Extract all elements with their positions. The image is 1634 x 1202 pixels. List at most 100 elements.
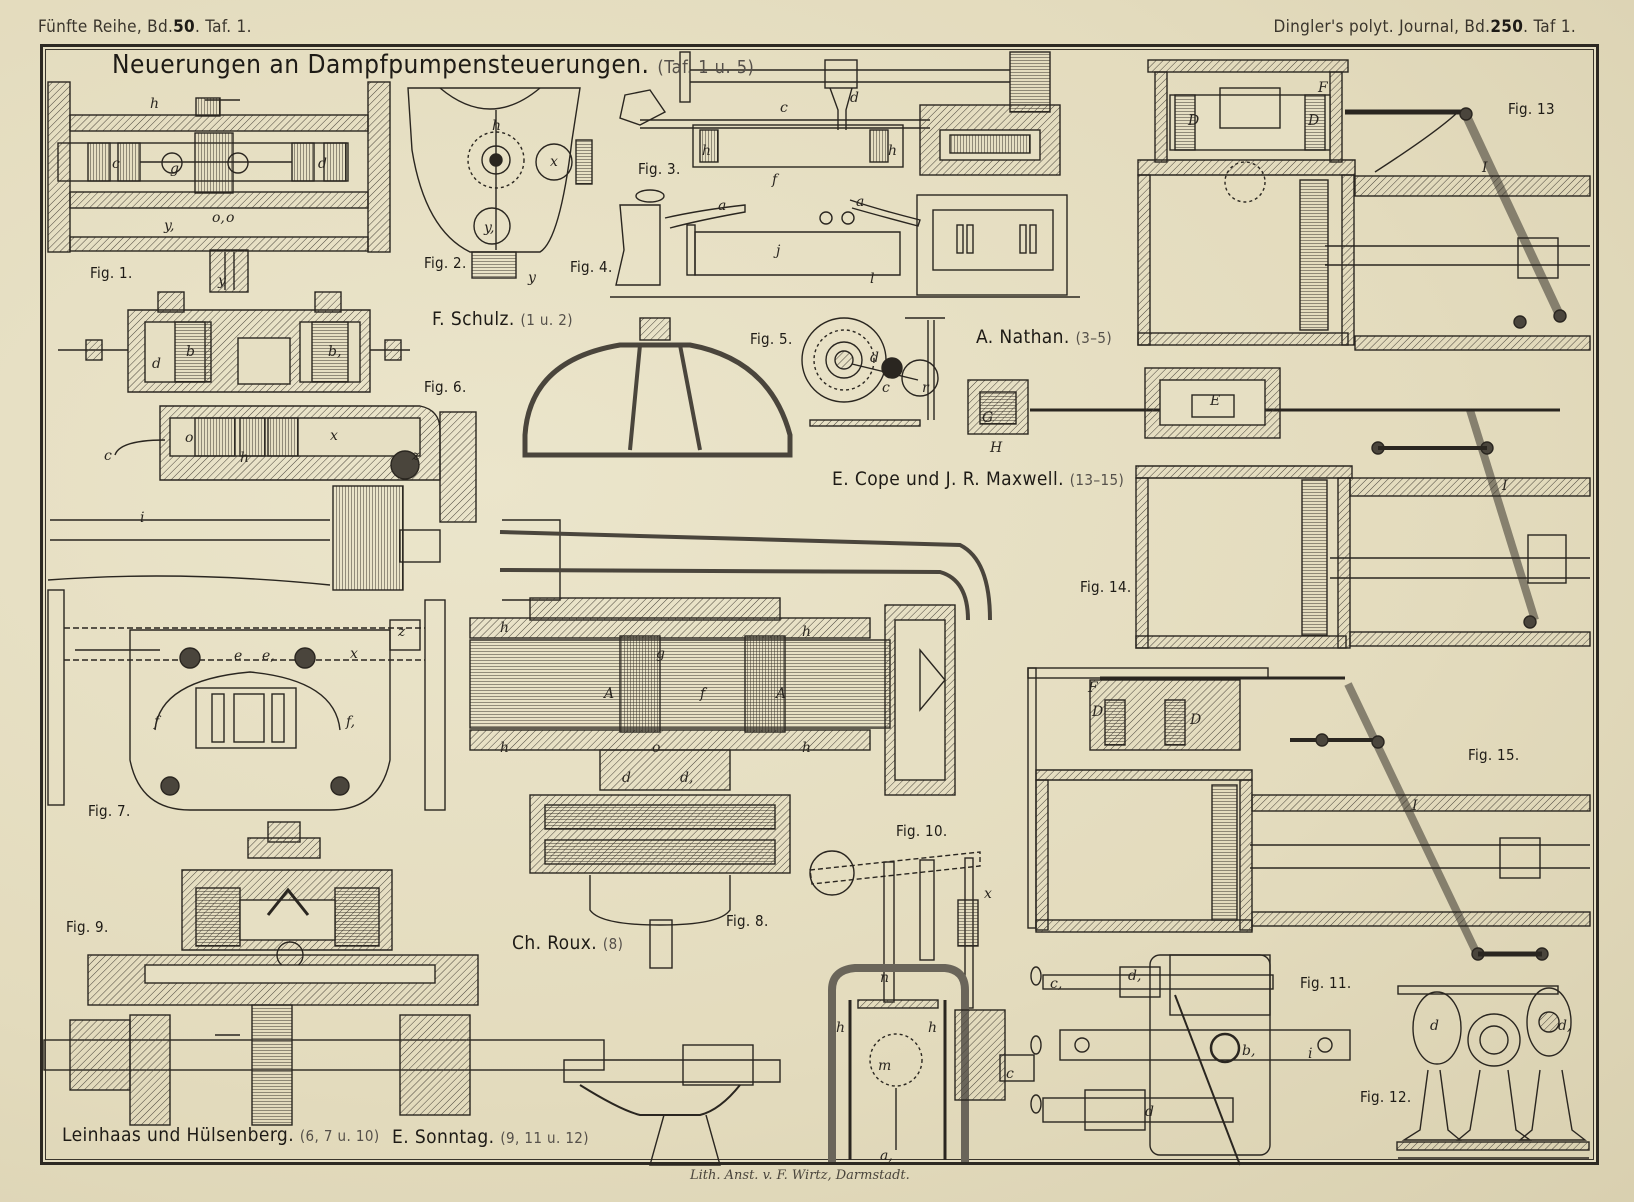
part-letter: a, [880, 1148, 893, 1164]
author-name: E. Sonntag. [392, 1126, 495, 1148]
part-letter: i [140, 510, 144, 526]
part-letter: d [622, 770, 631, 786]
part-letter: I [1411, 798, 1418, 814]
author-name: Leinhaas und Hülsenberg. [62, 1124, 295, 1146]
part-letter: d [152, 356, 161, 372]
part-letter: o [185, 430, 193, 446]
author-name: E. Cope und J. R. Maxwell. [832, 468, 1064, 490]
part-letter: I [1481, 160, 1488, 176]
part-letter: f [153, 714, 162, 730]
part-letter: A [602, 686, 614, 702]
figure-label-1: Fig. 1. [90, 264, 133, 282]
figure-10-drawing [809, 850, 1035, 1162]
journal-volume: 250 [1490, 17, 1524, 37]
part-letter: h [240, 450, 249, 466]
figure-4-drawing [610, 189, 1080, 298]
figure-label-3: Fig. 3. [638, 160, 681, 178]
part-letter: o, [212, 210, 225, 226]
part-letter: c [780, 100, 788, 116]
author-figure-ref: (3–5) [1075, 329, 1113, 347]
part-letter: y [217, 273, 227, 289]
part-letter: l [870, 271, 874, 287]
figure-label-7: Fig. 7. [88, 802, 131, 820]
part-letter: D [1187, 113, 1199, 129]
figure-13-drawing [1137, 59, 1591, 351]
author-figure-ref: (6, 7 u. 10) [299, 1127, 380, 1145]
plate-title: Neuerungen an Dampfpumpensteuerungen. (T… [112, 50, 754, 80]
figure-2-drawing [407, 87, 593, 279]
figure-label-9: Fig. 9. [66, 918, 109, 936]
part-letter: y [527, 270, 537, 286]
part-letter: y, [163, 218, 175, 234]
lithographer-imprint: Lith. Anst. v. F. Wirtz, Darmstadt. [690, 1168, 910, 1183]
part-letter: f [699, 686, 708, 702]
part-letter: h [888, 143, 897, 159]
figure-5-drawing [801, 317, 945, 427]
part-letter: j [773, 243, 781, 259]
figure-label-6: Fig. 6. [424, 378, 467, 396]
part-letter: x [330, 428, 338, 444]
part-letter: b, [1242, 1043, 1255, 1059]
part-letter: c [112, 156, 120, 172]
series-volume: 50 [173, 17, 195, 37]
part-letter: h [500, 620, 509, 636]
part-letter: h [836, 1020, 845, 1036]
author-figure-ref: (9, 11 u. 12) [500, 1129, 589, 1147]
journal-text: Dingler's polyt. Journal, Bd. [1273, 17, 1491, 37]
part-letter: d [1145, 1104, 1154, 1120]
part-letter: c [882, 380, 890, 396]
part-letter: F [1087, 680, 1099, 696]
figure-label-13: Fig. 13 [1508, 100, 1555, 118]
title-plate-reference: (Taf. 1 u. 5) [657, 57, 755, 78]
part-letter: c [1006, 1066, 1014, 1082]
part-letter: y, [483, 220, 495, 236]
figure-15-drawing [1027, 667, 1591, 961]
part-letter: D [1091, 704, 1103, 720]
part-letter: A [774, 686, 786, 702]
part-letter: c, [1050, 976, 1062, 992]
part-letter: d [1430, 1018, 1439, 1034]
author-credit-cope-maxwell: E. Cope und J. R. Maxwell. (13–15) [832, 468, 1124, 490]
part-letter: o [226, 210, 234, 226]
figure-label-10: Fig. 10. [896, 822, 948, 840]
author-figure-ref: (1 u. 2) [520, 311, 573, 329]
figure-label-8: Fig. 8. [726, 912, 769, 930]
author-name: A. Nathan. [976, 326, 1070, 348]
figure-11-side-drawing [563, 1044, 781, 1166]
part-letter: f, [345, 714, 355, 730]
author-credit-nathan: A. Nathan. (3–5) [976, 326, 1112, 348]
part-letter: D [1189, 712, 1201, 728]
part-letter: F [1317, 80, 1329, 96]
part-letter: h [802, 624, 811, 640]
part-letter: o [652, 740, 660, 756]
figure-label-15: Fig. 15. [1468, 746, 1520, 764]
part-letter: i [1308, 1046, 1312, 1062]
figure-14-drawing [967, 367, 1591, 649]
part-letter: g [170, 161, 179, 177]
author-figure-ref: (8) [602, 935, 624, 953]
figure-7-drawing [47, 589, 446, 811]
journal-header: Dingler's polyt. Journal, Bd.250. Taf 1. [1274, 17, 1576, 37]
part-letter: a [718, 198, 726, 214]
part-letter: D [1307, 113, 1319, 129]
figure-label-4: Fig. 4. [570, 258, 613, 276]
author-credit-schulz: F. Schulz. (1 u. 2) [432, 308, 573, 330]
part-letter: h [802, 740, 811, 756]
figure-label-5: Fig. 5. [750, 330, 793, 348]
figure-11-drawing [1030, 954, 1351, 1166]
author-credit-roux: Ch. Roux. (8) [512, 932, 623, 954]
figure-9-drawing [43, 821, 605, 1126]
figure-label-11: Fig. 11. [1300, 974, 1352, 992]
part-letter: h [928, 1020, 937, 1036]
part-letter: d, [1128, 968, 1141, 984]
part-letter: d [318, 156, 327, 172]
figure-label-2: Fig. 2. [424, 254, 467, 272]
part-letter: b, [328, 344, 341, 360]
part-letter: f [771, 172, 780, 188]
figure-6-drawing [47, 291, 477, 591]
part-letter: h [702, 143, 711, 159]
part-letter: d, [1558, 1018, 1571, 1034]
author-name: F. Schulz. [432, 308, 515, 330]
part-letter: n [880, 970, 889, 986]
